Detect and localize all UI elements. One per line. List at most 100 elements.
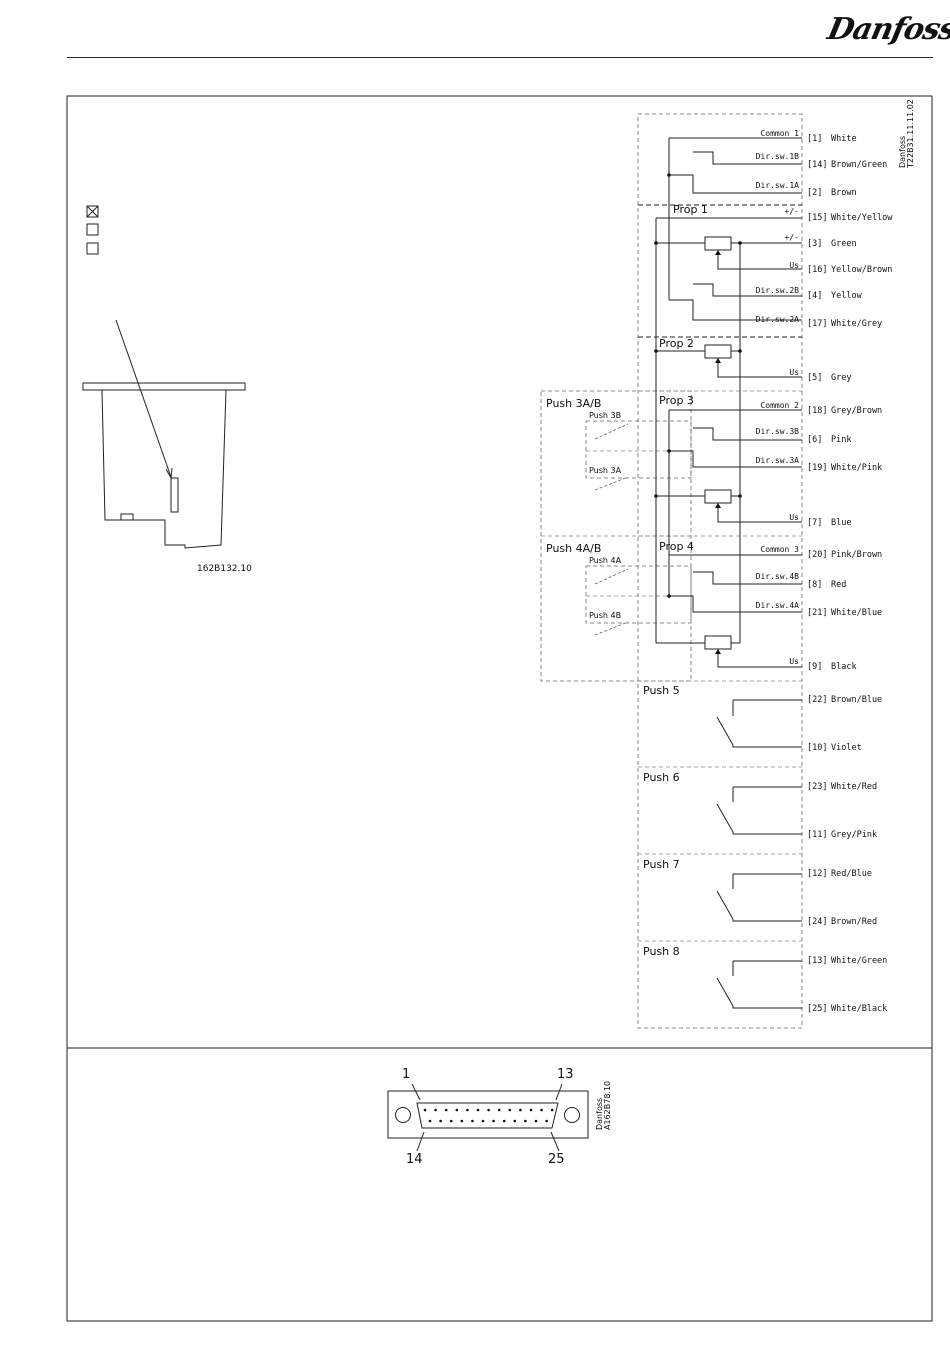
label-push7: Push 7 xyxy=(643,858,680,871)
label-push3a: Push 3A xyxy=(589,466,622,475)
connector-pin-1-label: 1 xyxy=(402,1067,410,1082)
pin-number: [9] xyxy=(807,662,822,672)
signal-label: Dir.sw.2A xyxy=(756,315,800,324)
pin-number: [5] xyxy=(807,373,822,383)
pin-wire-color: White xyxy=(831,134,857,144)
block-labels: Prop 1 Prop 2 Prop 3 Prop 4 Push 3A/B Pu… xyxy=(546,203,708,958)
label-push4a: Push 4A xyxy=(589,556,622,565)
label-push4ab: Push 4A/B xyxy=(546,542,601,555)
connector-pin-hole xyxy=(508,1108,512,1112)
signal-label: Dir.sw.1A xyxy=(756,181,800,190)
signal-label: Dir.sw.3A xyxy=(756,456,800,465)
pin-wire-color: White/Red xyxy=(831,782,877,792)
pin-number: [15] xyxy=(807,213,827,223)
outer-frame xyxy=(66,95,933,1322)
checkbox-1[interactable] xyxy=(86,205,99,218)
pin-number: [13] xyxy=(807,956,827,966)
connector-pin-hole xyxy=(460,1119,464,1123)
connector-pin-hole xyxy=(492,1119,495,1123)
pin-number: [10] xyxy=(807,743,827,753)
connector-pin-hole xyxy=(471,1119,474,1123)
pin-number: [6] xyxy=(807,435,822,445)
connector-reference: DanfossA162B78.10 xyxy=(595,1081,612,1130)
pin-wire-color: Grey/Brown xyxy=(831,406,882,416)
connector-pin-hole xyxy=(466,1108,469,1112)
signal-labels: Common 1Dir.sw.1BDir.sw.1A+/-+/-UsDir.sw… xyxy=(756,129,800,666)
checkbox-2[interactable] xyxy=(86,223,99,236)
pin-wire-color: Red xyxy=(831,580,846,590)
connector-pin-hole xyxy=(487,1108,490,1112)
pin-number: [3] xyxy=(807,239,822,249)
signal-label: Dir.sw.3B xyxy=(756,427,800,436)
connector-pin-hole xyxy=(497,1108,501,1112)
wiper-arrows xyxy=(715,250,721,654)
connector-pin-hole xyxy=(513,1119,517,1123)
connector-pin-14-label: 14 xyxy=(406,1152,423,1167)
connector-pin-hole xyxy=(434,1108,437,1112)
connector-pin-hole xyxy=(428,1119,432,1123)
connector-pin-hole xyxy=(455,1108,459,1112)
signal-label: +/- xyxy=(785,233,799,242)
pin-number: [21] xyxy=(807,608,827,618)
signal-label: Common 3 xyxy=(760,545,799,554)
pin-number: [19] xyxy=(807,463,827,473)
checkbox-check-mark xyxy=(86,205,99,218)
signal-label: Us xyxy=(789,513,799,522)
label-prop4: Prop 4 xyxy=(659,540,694,553)
dsub-connector xyxy=(387,1083,589,1152)
pin-wire-color: Brown/Red xyxy=(831,917,877,927)
signal-label: +/- xyxy=(785,207,799,216)
pin-wire-color: Pink xyxy=(831,435,851,445)
label-push3b: Push 3B xyxy=(589,411,621,420)
pin-labels: [1]White[14]Brown/Green[2]Brown[15]White… xyxy=(807,134,893,1014)
connector-pin-hole xyxy=(534,1119,538,1123)
housing-drawing xyxy=(82,319,246,549)
label-prop2: Prop 2 xyxy=(659,337,694,350)
pin-number: [1] xyxy=(807,134,822,144)
housing-reference: 162B132.10 xyxy=(197,564,252,574)
pin-wire-color: Grey/Pink xyxy=(831,830,877,840)
signal-label: Us xyxy=(789,368,799,377)
connector-pin-hole xyxy=(519,1108,522,1112)
header-rule xyxy=(67,57,933,58)
label-push4b: Push 4B xyxy=(589,611,621,620)
label-prop1: Prop 1 xyxy=(673,203,708,216)
pin-wire-color: Yellow/Brown xyxy=(831,265,892,275)
pin-wire-color: Brown/Blue xyxy=(831,695,882,705)
signal-label: Dir.sw.2B xyxy=(756,286,800,295)
pin-wire-color: Violet xyxy=(831,743,862,753)
pin-wire-color: Brown xyxy=(831,188,857,198)
signal-label: Dir.sw.1B xyxy=(756,152,800,161)
pin-wire-color: White/Green xyxy=(831,956,887,966)
label-prop3: Prop 3 xyxy=(659,394,694,407)
connector-pin-hole xyxy=(449,1119,453,1123)
connector-pin-hole xyxy=(529,1108,533,1112)
pin-wire-color: White/Grey xyxy=(831,319,882,329)
connector-pin-hole xyxy=(444,1108,448,1112)
connector-pin-hole xyxy=(545,1119,548,1123)
checkbox-3[interactable] xyxy=(86,242,99,255)
pin-wire-color: Green xyxy=(831,239,857,249)
pin-number: [25] xyxy=(807,1004,827,1014)
pin-wire-color: Yellow xyxy=(831,291,863,301)
label-push6: Push 6 xyxy=(643,771,680,784)
pin-number: [2] xyxy=(807,188,822,198)
pin-number: [20] xyxy=(807,550,827,560)
pin-number: [14] xyxy=(807,160,827,170)
pin-wire-color: Grey xyxy=(831,373,851,383)
pin-number: [12] xyxy=(807,869,827,879)
block-dividers xyxy=(638,204,802,338)
connector-pin-hole xyxy=(502,1119,506,1123)
connector-pin-holes xyxy=(423,1108,554,1123)
label-push8: Push 8 xyxy=(643,945,680,958)
pin-wire-color: White/Yellow xyxy=(831,213,893,223)
connector-pin-hole xyxy=(550,1108,554,1112)
pin-number: [11] xyxy=(807,830,827,840)
pin-number: [7] xyxy=(807,518,822,528)
pin-wire-color: Black xyxy=(831,662,857,672)
signal-label: Dir.sw.4B xyxy=(756,572,800,581)
block-dividers-light xyxy=(541,390,802,942)
connector-pin-hole xyxy=(439,1119,442,1123)
pin-number: [8] xyxy=(807,580,822,590)
